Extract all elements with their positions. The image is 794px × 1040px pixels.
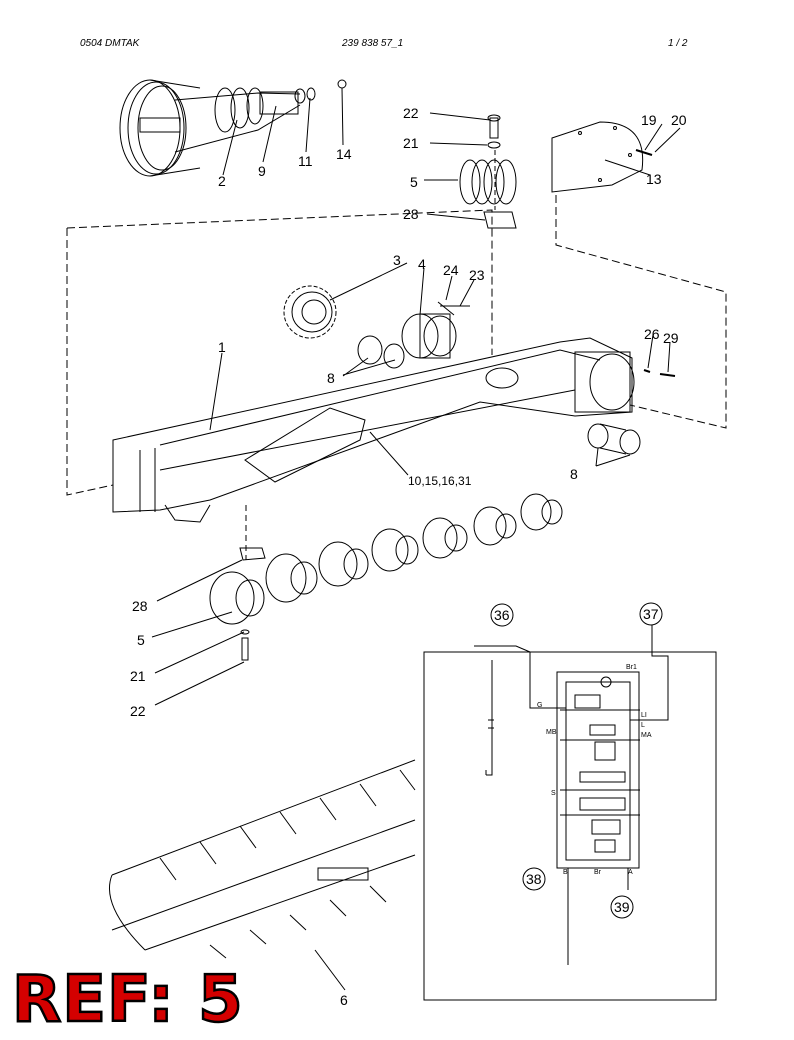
callout-8-right: 8 xyxy=(570,466,578,482)
port-li: LI xyxy=(641,712,647,719)
callout-4: 4 xyxy=(418,256,426,272)
callout-6: 6 xyxy=(340,992,348,1008)
callout-10-15-16-31: 10,15,16,31 xyxy=(408,474,472,488)
header-doc-code: 0504 DMTAK xyxy=(80,38,140,49)
callout-5-bottom: 5 xyxy=(137,632,145,648)
dashed-frame-cover xyxy=(555,195,727,429)
callout-29: 29 xyxy=(663,330,679,346)
callout-14: 14 xyxy=(336,146,352,162)
callout-23: 23 xyxy=(469,267,485,283)
callout-3: 3 xyxy=(393,252,401,268)
callout-13: 13 xyxy=(646,171,662,187)
callout-21-bottom: 21 xyxy=(130,668,146,684)
port-l: L xyxy=(641,722,645,729)
bubble-37-label: 37 xyxy=(643,606,659,622)
port-mb: MB xyxy=(546,729,557,736)
callout-22-top: 22 xyxy=(403,105,419,121)
bottom-rollers xyxy=(209,493,563,661)
callout-24: 24 xyxy=(443,262,459,278)
callout-5-top: 5 xyxy=(410,174,418,190)
bubble-38-circle xyxy=(522,867,546,891)
port-a: A xyxy=(628,869,633,876)
bubble-36-label: 36 xyxy=(494,607,510,623)
port-ma: MA xyxy=(641,732,652,739)
callout-28-bottom: 28 xyxy=(132,598,148,614)
port-s: S xyxy=(551,790,556,797)
callout-8-left: 8 xyxy=(327,370,335,386)
ref-label: REF: 5 xyxy=(11,963,244,1037)
bubble-36-circle xyxy=(490,603,514,627)
callout-28-top: 28 xyxy=(403,206,419,222)
callout-21-top: 21 xyxy=(403,135,419,151)
callout-2: 2 xyxy=(218,173,226,189)
dashed-frame-main xyxy=(66,209,493,496)
callout-19: 19 xyxy=(641,112,657,128)
bubble-39-circle xyxy=(610,895,634,919)
leader-lines xyxy=(151,87,681,991)
callout-9: 9 xyxy=(258,163,266,179)
sprocket-and-drive xyxy=(283,285,470,369)
cover-plate xyxy=(551,121,653,193)
idler-wheel-assembly xyxy=(119,79,347,177)
header-page-number: 1 / 2 xyxy=(668,38,688,49)
track-frame xyxy=(112,337,635,523)
callout-20: 20 xyxy=(671,112,687,128)
callout-22-bottom: 22 xyxy=(130,703,146,719)
bushings-right xyxy=(587,369,676,455)
bubble-38-label: 38 xyxy=(526,871,542,887)
port-br: Br xyxy=(594,869,602,876)
header-part-number: 239 838 57_1 xyxy=(342,38,404,49)
callout-11: 11 xyxy=(298,153,313,169)
track-chain xyxy=(108,759,416,959)
hydraulic-schematic xyxy=(423,624,717,1001)
bubble-39-label: 39 xyxy=(614,899,630,915)
port-g: G xyxy=(537,702,542,709)
bubble-37-circle xyxy=(639,602,663,626)
callout-1: 1 xyxy=(218,339,226,355)
port-b: B xyxy=(563,869,568,876)
top-roller-bolt-group xyxy=(459,114,517,229)
port-br1: Br1 xyxy=(626,664,637,671)
callout-26: 26 xyxy=(644,326,660,342)
